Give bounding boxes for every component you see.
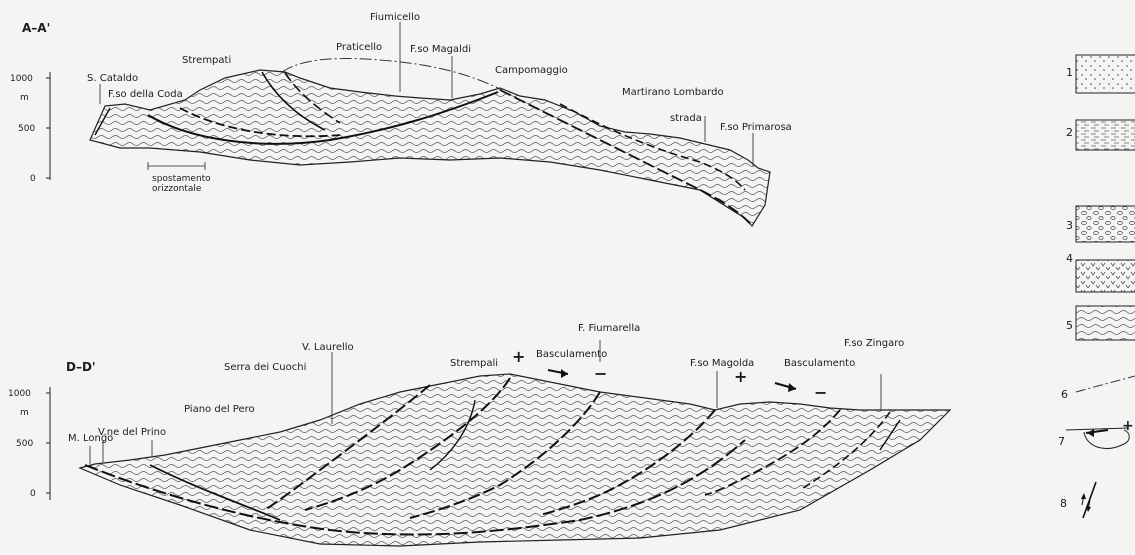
aa-label-campomaggio: Campomaggio [495, 65, 568, 76]
dd-minus-sign-1: − [594, 364, 607, 383]
aa-label-spost1: spostamento [152, 174, 211, 184]
aa-label-strempati: Strempati [182, 55, 231, 66]
aa-label-praticello: Praticello [336, 42, 382, 53]
aa-tick-500: 500 [18, 124, 35, 134]
section-dd-elevation-axis: 1000 m 500 0 [8, 387, 50, 500]
section-aa: A–A' 1000 m 500 0 [10, 12, 792, 226]
aa-label-fso-primarosa: F.so Primarosa [720, 122, 792, 133]
legend-swatch-5 [1076, 306, 1135, 340]
aa-label-martirano: Martirano Lombardo [622, 87, 724, 98]
dd-tick-500: 500 [16, 439, 33, 449]
legend-num-4: 4 [1066, 252, 1073, 265]
legend-num-8: 8 [1060, 497, 1067, 510]
dd-label-v-laurello: V. Laurello [302, 342, 354, 353]
section-dd-title: D–D' [66, 360, 96, 374]
dd-minus-sign-2: − [814, 383, 827, 402]
legend-num-6: 6 [1061, 388, 1068, 401]
aa-label-fso-coda: F.so della Coda [108, 89, 183, 100]
dd-label-vne-prino: V.ne del Prino [98, 427, 166, 438]
legend-num-7: 7 [1058, 435, 1065, 448]
dd-tick-0: 0 [30, 489, 36, 499]
aa-tick-0: 0 [30, 174, 36, 184]
dd-tick-1000: 1000 [8, 389, 31, 399]
legend-swatch-1 [1076, 55, 1135, 93]
legend-num-5: 5 [1066, 319, 1073, 332]
legend-swatch-2 [1076, 120, 1135, 150]
legend-num-2: 2 [1066, 126, 1073, 139]
dd-label-basculamento-1: Basculamento [536, 349, 607, 360]
dd-label-piano-pero: Piano del Pero [184, 404, 255, 415]
aa-label-fso-magaldi: F.so Magaldi [410, 44, 471, 55]
dd-label-basculamento-2: Basculamento [784, 358, 855, 369]
aa-label-spost2: orizzontale [152, 184, 202, 194]
dd-label-fso-zingaro: F.so Zingaro [844, 338, 904, 349]
legend-num-3: 3 [1066, 219, 1073, 232]
aa-label-strada: strada [670, 113, 702, 124]
aa-label-s-cataldo: S. Cataldo [87, 73, 138, 84]
legend-symbol-8 [1081, 482, 1096, 518]
dd-plus-sign-2: + [734, 367, 747, 386]
dd-label-f-fiumarella: F. Fiumarella [578, 323, 640, 334]
legend-num-1: 1 [1066, 66, 1073, 79]
dd-label-serra-cuochi: Serra dei Cuochi [224, 362, 306, 373]
legend-symbol-6 [1076, 376, 1135, 392]
legend-symbol-7: + [1066, 418, 1134, 448]
dd-tilt-arrow-2 [775, 383, 796, 392]
section-aa-title: A–A' [22, 21, 50, 35]
section-aa-elevation-axis: 1000 m 500 0 [10, 72, 50, 184]
dd-axis-unit: m [20, 408, 29, 418]
section-dd: D–D' 1000 m 500 0 [8, 323, 950, 546]
legend: 1 2 3 4 5 6 7 + 8 [1058, 55, 1135, 518]
aa-axis-unit: m [20, 93, 29, 103]
legend-plus-7: + [1122, 418, 1134, 434]
legend-swatch-4 [1076, 260, 1135, 292]
aa-label-fiumicello: Fiumicello [370, 12, 420, 23]
dd-plus-sign-1: + [512, 347, 525, 366]
aa-tick-1000: 1000 [10, 74, 33, 84]
dd-label-strempali: Strempali [450, 358, 498, 369]
dd-tilt-arrow-1 [548, 369, 568, 378]
legend-swatch-3 [1076, 206, 1135, 242]
